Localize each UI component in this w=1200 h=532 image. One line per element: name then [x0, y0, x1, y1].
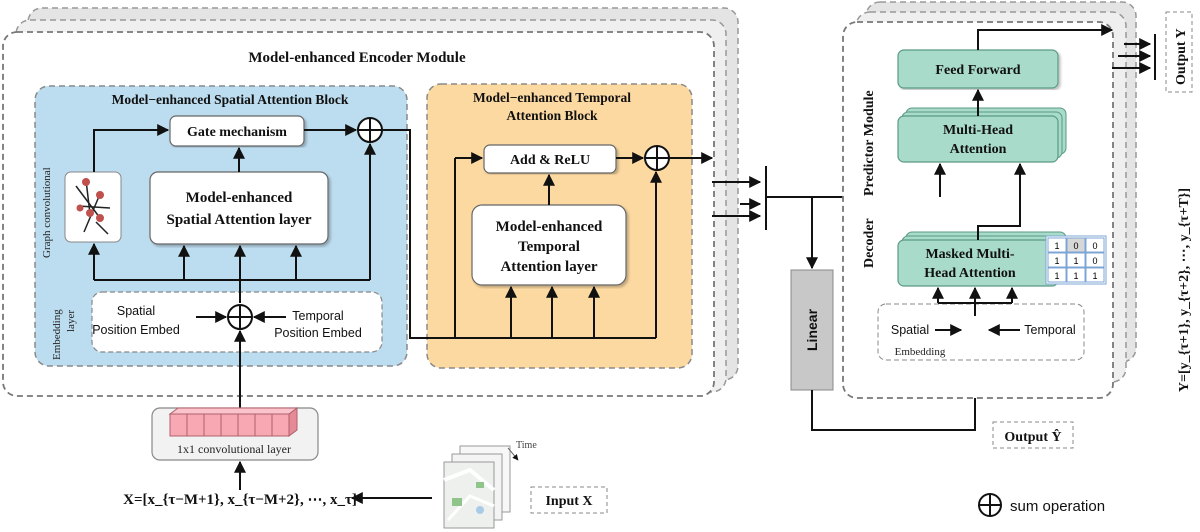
spatial-block-title: Model−enhanced Spatial Attention Block [112, 92, 349, 107]
encoder-connections [88, 124, 714, 408]
decoder-side-label-2: Predictor Module [862, 90, 877, 196]
linear-label: Linear [804, 308, 820, 351]
mha-line1: Multi-Head [943, 123, 1013, 138]
spatial-layer-line1: Model-enhanced [186, 190, 293, 206]
add-relu-label: Add & ReLU [510, 153, 590, 168]
mask-cell [1066, 267, 1086, 283]
temporal-block-title-2: Attention Block [506, 108, 598, 123]
mask-cell [1066, 237, 1086, 253]
mask-cell-value: 0 [1092, 256, 1097, 266]
conv-cells [168, 407, 299, 437]
mask-matrix: 1 0 0 1 1 0 1 1 1 [1045, 235, 1107, 285]
mask-cell [1085, 267, 1105, 283]
mask-cell-value: 0 [1073, 241, 1078, 251]
mha-line2: Attention [950, 142, 1007, 157]
graph-icon [75, 178, 111, 235]
y-formula: Y=[y_{τ+1}, y_{τ+2}, ⋯, y_{τ+T}] [1177, 188, 1192, 392]
input-x-box [530, 486, 608, 514]
output-yhat-label: Output Ŷ [1004, 428, 1061, 445]
decoder-side-label-1: Decoder [862, 218, 877, 268]
graph-conv-label: Graph convolutional [41, 167, 53, 258]
temporal-pos-line1: Temporal [292, 309, 343, 323]
sum-icon [227, 304, 253, 330]
embedding-layer-label-2: layer [65, 310, 77, 332]
mask-cell-value: 1 [1092, 271, 1097, 281]
mask-cell [1085, 237, 1105, 253]
spatial-attention-block: Model−enhanced Spatial Attention Block G… [34, 85, 408, 367]
mask-cell [1066, 252, 1086, 268]
encoder-title: Model-enhanced Encoder Module [248, 50, 466, 66]
map-stack-image [443, 445, 511, 529]
input-section: 1x1 convolutional layer X=[x_{τ−M+1}, x_… [123, 407, 608, 529]
mask-cell [1085, 252, 1105, 268]
masked-line2: Head Attention [924, 266, 1016, 281]
mask-cell [1047, 252, 1067, 268]
mask-cell-value: 1 [1073, 256, 1078, 266]
mask-cell-value: 0 [1092, 241, 1097, 251]
input-x-label: Input X [545, 494, 592, 509]
mask-cell [1047, 267, 1067, 283]
output-y-section: Output Y Y=[y_{τ+1}, y_{τ+2}, ⋯, y_{τ+T}… [1112, 11, 1193, 392]
time-label: Time [516, 440, 537, 451]
temporal-attention-block: Model−enhanced Temporal Attention Block … [426, 83, 693, 369]
sum-operation-icon [978, 493, 1002, 517]
decoder-spatial-label: Spatial [891, 323, 929, 337]
conv-layer-label: 1x1 convolutional layer [177, 442, 291, 456]
output-yhat-box [992, 421, 1074, 449]
mask-cell-value: 1 [1054, 241, 1059, 251]
temporal-layer-line2: Temporal [518, 239, 580, 255]
output-y-label: Output Y [1174, 28, 1189, 85]
spatial-attention-layer-box [149, 171, 329, 245]
temporal-layer-line3: Attention layer [500, 259, 597, 275]
mask-cell-value: 1 [1054, 271, 1059, 281]
decoder-embedding-box [877, 303, 1085, 361]
linear-block: Linear Output Ŷ [790, 269, 1074, 449]
input-x-formula: X=[x_{τ−M+1}, x_{τ−M+2}, ⋯, x_τ] [123, 492, 357, 508]
spatial-layer-line2: Spatial Attention layer [167, 212, 312, 228]
sum-icon [644, 145, 670, 171]
decoder-embedding-label: Embedding [895, 346, 946, 358]
decoder-temporal-label: Temporal [1024, 323, 1075, 337]
feed-forward-label: Feed Forward [935, 63, 1020, 78]
legend: sum operation [978, 493, 1105, 517]
gate-mechanism-label: Gate mechanism [187, 125, 287, 140]
sum-operation-label: sum operation [1010, 498, 1105, 515]
sum-icon [357, 117, 383, 143]
temporal-pos-line2: Position Embed [274, 326, 362, 340]
temporal-layer-line1: Model-enhanced [496, 219, 603, 235]
masked-line1: Masked Multi- [925, 247, 1014, 262]
mask-cell-value: 1 [1054, 256, 1059, 266]
embedding-layer-label-1: Embedding [51, 309, 63, 360]
spatial-pos-line1: Spatial [117, 304, 155, 318]
mask-cell [1047, 237, 1067, 253]
mask-cell-value: 1 [1073, 271, 1078, 281]
output-y-box [1165, 11, 1193, 93]
decoder-module: Decoder Predictor Module Feed Forward Mu… [842, 1, 1137, 399]
spatial-pos-line2: Position Embed [92, 323, 180, 337]
temporal-block-title-1: Model−enhanced Temporal [473, 90, 631, 105]
